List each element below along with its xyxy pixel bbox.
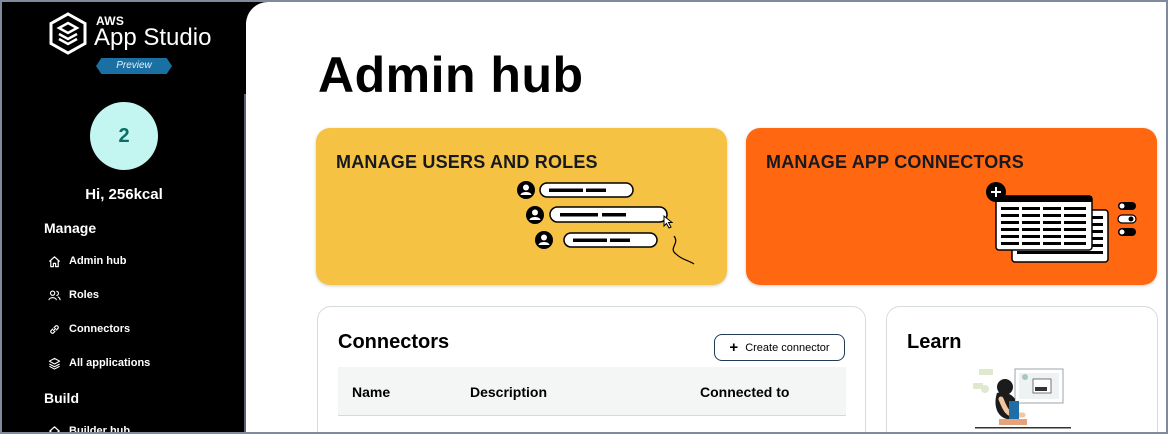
- sidebar: AWS App Studio Preview 2 Hi, 256kcal Man…: [2, 2, 248, 434]
- sidebar-item-builder-hub[interactable]: Builder hub: [48, 422, 131, 434]
- page-title: Admin hub: [318, 47, 584, 103]
- user-greeting: Hi, 256kcal: [85, 186, 163, 203]
- sidebar-item-label: Admin hub: [69, 255, 127, 267]
- link-icon: [50, 324, 59, 334]
- avatar[interactable]: 2: [90, 102, 158, 170]
- manage-users-card-title: MANAGE USERS AND ROLES: [336, 152, 598, 172]
- create-connector-label: Create connector: [745, 341, 830, 354]
- sidebar-item-roles[interactable]: Roles: [48, 286, 99, 304]
- connectors-panel-title: Connectors: [338, 331, 450, 353]
- learn-panel: Learn: [886, 306, 1158, 432]
- manage-users-card[interactable]: MANAGE USERS AND ROLES: [316, 128, 727, 285]
- sidebar-item-label: Builder hub: [69, 425, 131, 434]
- app-studio-logo-icon: [49, 12, 87, 55]
- plus-icon: +: [729, 339, 739, 356]
- corner-curve: [246, 2, 290, 42]
- home-icon: [48, 255, 61, 267]
- create-connector-button[interactable]: + Create connector: [714, 334, 845, 361]
- connectors-table-header: Name Description Connected to: [338, 367, 846, 415]
- brand-title: App Studio: [94, 24, 212, 51]
- learn-panel-title: Learn: [907, 331, 962, 353]
- column-header-description[interactable]: Description: [470, 384, 548, 400]
- brand[interactable]: AWS App Studio Preview: [48, 12, 218, 82]
- preview-badge: Preview: [96, 58, 172, 74]
- column-header-name[interactable]: Name: [352, 384, 391, 400]
- users-icon: [48, 289, 61, 300]
- home-icon: [48, 425, 61, 432]
- sidebar-item-label: All applications: [69, 357, 151, 369]
- build-section-title: Build: [44, 390, 79, 406]
- manage-connectors-card-title: MANAGE APP CONNECTORS: [766, 152, 1024, 172]
- table-divider: [338, 415, 846, 416]
- connectors-illustration-icon: [986, 182, 1137, 263]
- sidebar-item-admin-hub[interactable]: Admin hub: [48, 252, 126, 270]
- brand-aws: AWS: [96, 14, 125, 28]
- learn-illustration-icon: [973, 368, 1071, 429]
- connectors-panel: Connectors + Create connector Name Descr…: [317, 306, 866, 432]
- sidebar-item-connectors[interactable]: Connectors: [48, 320, 130, 338]
- stack-icon: [48, 357, 61, 370]
- column-header-connected-to[interactable]: Connected to: [700, 384, 790, 400]
- sidebar-item-label: Connectors: [69, 323, 131, 335]
- manage-connectors-card[interactable]: MANAGE APP CONNECTORS: [746, 128, 1157, 285]
- sidebar-item-all-applications[interactable]: All applications: [48, 354, 150, 372]
- sidebar-item-label: Roles: [69, 289, 99, 301]
- users-illustration-icon: [517, 181, 695, 265]
- manage-section-title: Manage: [44, 220, 97, 236]
